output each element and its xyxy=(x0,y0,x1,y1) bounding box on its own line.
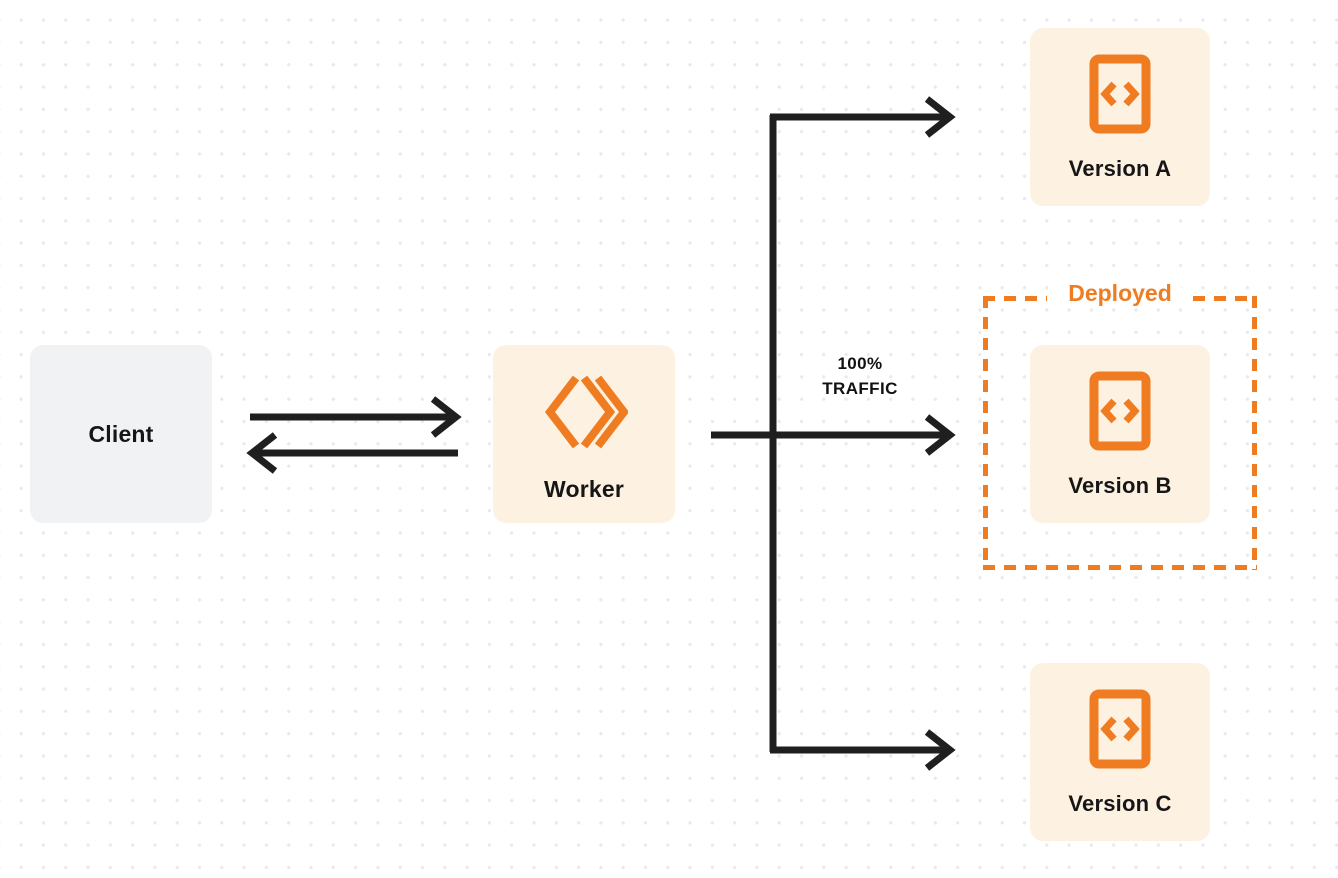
traffic-label: 100% TRAFFIC xyxy=(790,352,930,401)
node-version-c[interactable]: Version C xyxy=(1030,663,1210,841)
edge-worker-to-version-a xyxy=(770,96,956,138)
code-document-icon xyxy=(1089,54,1151,134)
edge-client-to-worker xyxy=(250,396,462,438)
traffic-caption: TRAFFIC xyxy=(822,378,898,398)
code-document-icon xyxy=(1089,689,1151,769)
deployed-group: Deployed xyxy=(983,280,1257,570)
node-version-a-label: Version A xyxy=(1068,156,1172,181)
deployed-border-top-right xyxy=(1193,296,1257,301)
node-worker-label: Worker xyxy=(543,475,625,502)
node-version-a[interactable]: Version A xyxy=(1030,28,1210,206)
node-client-label: Client xyxy=(88,420,154,447)
deployed-border-left xyxy=(983,296,988,570)
node-version-b-label: Version B xyxy=(1068,473,1172,498)
deployed-border-bottom xyxy=(983,565,1257,570)
node-version-c-label: Version C xyxy=(1068,791,1172,816)
edge-worker-to-client xyxy=(246,432,458,474)
edge-worker-to-version-b xyxy=(711,414,956,456)
code-document-icon xyxy=(1089,371,1151,451)
node-client[interactable]: Client xyxy=(30,345,212,523)
node-version-b[interactable]: Version B xyxy=(1030,345,1210,523)
node-worker[interactable]: Worker xyxy=(493,345,675,523)
traffic-percent: 100% xyxy=(837,354,883,373)
edge-worker-to-version-c xyxy=(770,729,956,771)
cloudflare-workers-logo-icon xyxy=(540,368,628,456)
deployed-border-right xyxy=(1252,296,1257,570)
deployed-border-top-left xyxy=(983,296,1047,301)
deployed-group-label: Deployed xyxy=(1059,280,1181,308)
